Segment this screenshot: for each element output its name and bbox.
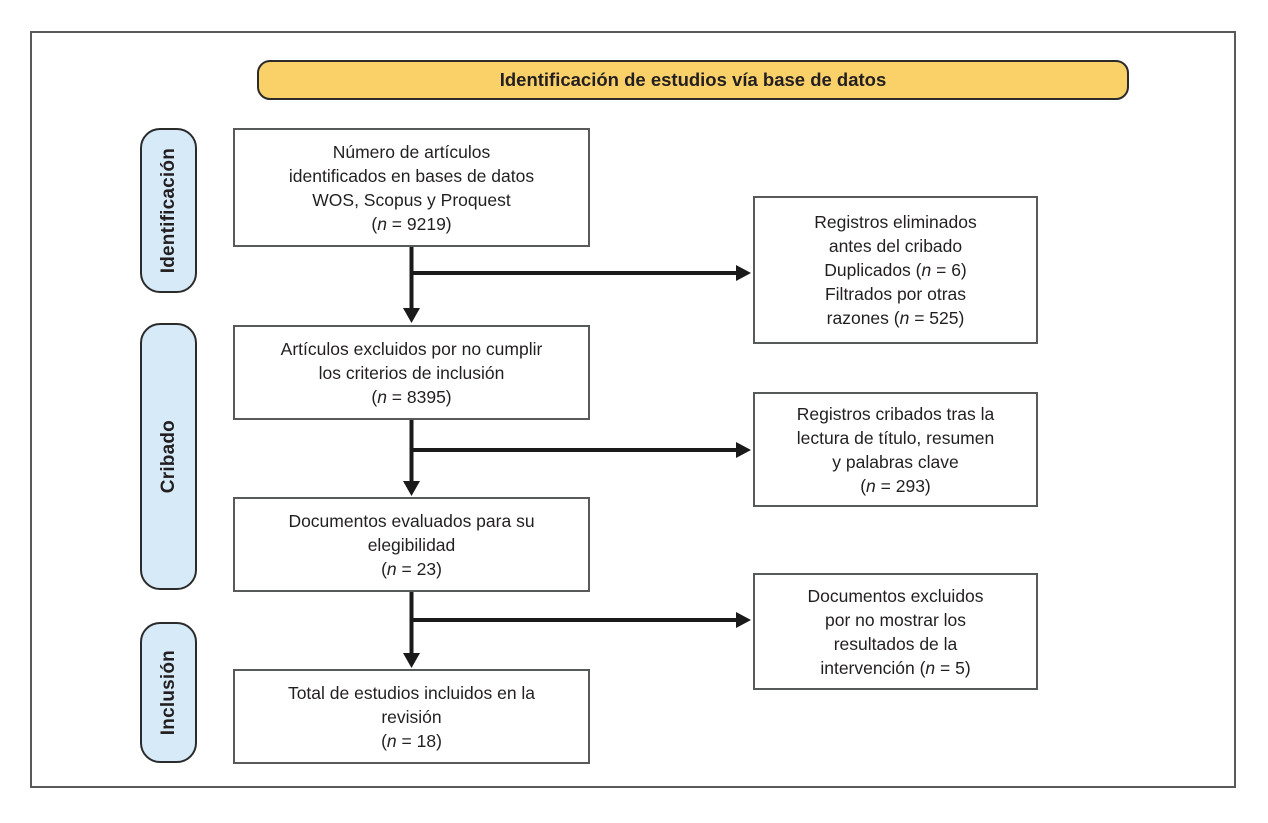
records-screened-box: Registros cribados tras la lectura de tít… — [753, 392, 1038, 507]
documents-excluded-no-results-box: Documentos excluidos por no mostrar los re… — [753, 573, 1038, 690]
box-text-line: Registros eliminados — [814, 212, 977, 232]
box-text-line: razones (n = 525) — [826, 308, 965, 328]
stage-label-screening: Cribado — [140, 323, 197, 590]
box-text-line: Documentos evaluados para su — [288, 510, 535, 531]
box-text-line: (n = 293) — [860, 475, 931, 496]
box-text-line: Número de artículos — [332, 141, 491, 162]
box-text-line: WOS, Scopus y Proquest — [312, 189, 511, 210]
banner-title: Identificación de estudios vía base de d… — [499, 69, 887, 90]
box-text-line: los criterios de inclusión — [318, 362, 505, 383]
box-text-line: intervención (n = 5) — [820, 657, 971, 678]
box-text-line: lectura de título, resumen — [796, 427, 995, 448]
box-text-line: revisión — [381, 706, 442, 727]
assessed-eligibility-box: Documentos evaluados para su elegibilidad… — [233, 497, 590, 592]
box-text-line: (n = 23) — [381, 558, 442, 579]
banner: Identificación de estudios vía base de d… — [257, 60, 1129, 100]
box-text-line: (n = 18) — [381, 730, 442, 751]
box-text-line: resultados de la — [833, 633, 958, 654]
box-text-line: antes del cribado — [828, 236, 963, 256]
box-text-line: Artículos excluidos por no cumplir — [280, 338, 543, 359]
stage-label-identification: Identificación — [140, 128, 197, 293]
box-text-line: y palabras clave — [832, 451, 959, 472]
stage-label-text: Cribado — [157, 419, 179, 494]
box-text-line: elegibilidad — [367, 534, 456, 555]
box-text-line: Total de estudios incluidos en la — [287, 682, 536, 703]
stage-label-inclusion: Inclusión — [140, 622, 197, 763]
box-text-line: por no mostrar los — [824, 609, 967, 630]
box-text-line: (n = 9219) — [371, 213, 452, 234]
box-text-line: Filtrados por otras — [824, 284, 967, 304]
box-text-line: Documentos excluidos — [807, 585, 984, 606]
box-text-line: (n = 8395) — [371, 386, 452, 407]
identified-records-box: Número de artículos identificados en base… — [233, 128, 590, 247]
box-text-line: Registros cribados tras la — [796, 403, 995, 424]
included-studies-box: Total de estudios incluidos en la revisió… — [233, 669, 590, 764]
stage-label-text: Inclusión — [157, 649, 179, 736]
excluded-criteria-box: Artículos excluidos por no cumplir los cr… — [233, 325, 590, 420]
stage-label-text: Identificación — [157, 147, 179, 274]
box-text-line: Duplicados (n = 6) — [824, 260, 967, 280]
diagram-frame — [30, 31, 1236, 788]
box-text-line: identificados en bases de datos — [288, 165, 535, 186]
